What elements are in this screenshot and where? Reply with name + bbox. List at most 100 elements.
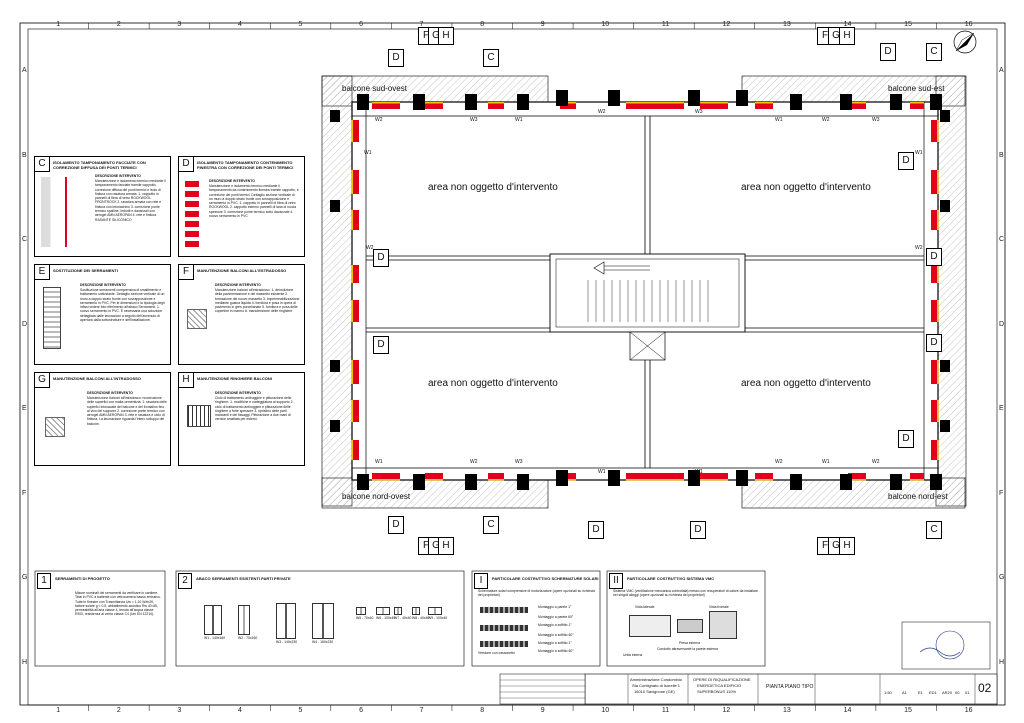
window-elevation	[412, 607, 420, 615]
window-elevation-label: W9 - 100x40	[428, 616, 448, 620]
legend-title: ISOLAMENTO TAMPONAMENTO CONTENIMENTO FIN…	[197, 160, 294, 170]
tb-scale: 1:50	[884, 690, 892, 695]
legend-title: MANUTENZIONE BALCONI ALL'INTRADOSSO	[53, 376, 141, 381]
grid-column-label: 9	[540, 707, 545, 714]
tb-project-1: OPERE DI RIQUALIFICAZIONE	[693, 677, 751, 682]
grid-column-label: 15	[904, 707, 912, 714]
window-label: W3	[470, 117, 478, 123]
grid-column-label: 5	[298, 21, 303, 28]
legend-panel-h: H MANUTENZIONE RINGHIERE BALCONI DESCRIZ…	[178, 372, 305, 466]
grid-row-label: G	[999, 574, 1005, 582]
grid-row-label: B	[999, 151, 1004, 159]
grid-row-label: D	[22, 320, 28, 328]
tb-drawing-title: PIANTA PIANO TIPO	[766, 684, 814, 690]
grid-row-label: H	[22, 658, 28, 666]
grid-column-label: 6	[359, 707, 363, 714]
legend-letter: G	[35, 373, 50, 388]
grid-row-label: H	[999, 658, 1005, 666]
tb-code: 01	[965, 690, 970, 695]
tb-code: E1	[918, 690, 923, 695]
legend-body: Sostituzione serramenti comprensiva di s…	[80, 288, 165, 323]
window-label: W2	[375, 117, 383, 123]
legend-body: Manutenzione balconi all'estradosso. 1. …	[215, 288, 300, 314]
window-label: W3	[695, 109, 703, 115]
window-elevation	[376, 607, 390, 615]
schermatura-note: Montaggio a parete 1°	[538, 605, 572, 609]
panel-serramenti-progetto: 1 SERRAMENTI DI PROGETTO Misure nominali…	[35, 571, 165, 666]
panel-number: 1	[37, 573, 51, 589]
legend-head: DESCRIZIONE INTERVENTO	[87, 391, 133, 395]
legend-panel-d: D ISOLAMENTO TAMPONAMENTO CONTENIMENTO F…	[178, 156, 305, 257]
window-label: W1	[364, 150, 372, 156]
area-label-sw: area non oggetto d'intervento	[428, 378, 558, 389]
vmc-label: Presa esterna	[679, 641, 701, 645]
legend-head: DESCRIZIONE INTERVENTO	[215, 391, 261, 395]
area-label-se: area non oggetto d'intervento	[741, 378, 871, 389]
schermatura-sketch	[480, 625, 528, 631]
panel-intro: Sistema VMC (ventilazione meccanica cont…	[613, 589, 758, 598]
callout-tag: D	[388, 49, 404, 67]
tb-code: 00	[955, 690, 960, 695]
window-label: W2	[775, 459, 783, 465]
balcony-label-sw: balcone sud-ovest	[342, 84, 407, 93]
panel-intro: Schermature solari comprensive di motori…	[478, 589, 595, 598]
window-label: W1	[598, 469, 606, 475]
grid-column-label: 14	[843, 21, 852, 28]
panel-title: PARTICOLARE COSTRUTTIVO SCHERMATURE SOLA…	[492, 576, 599, 581]
window-elevation-label: W2 - 70x160	[238, 636, 258, 640]
window-label: W1	[695, 469, 703, 475]
tb-code: ED1	[929, 690, 937, 695]
grid-column-label: 2	[116, 707, 121, 714]
window-elevation-label: W8 - 40x40	[412, 616, 430, 620]
legend-title: MANUTENZIONE BALCONI ALL'ESTRADOSSO	[197, 268, 287, 273]
grid-row-label: E	[22, 405, 27, 413]
legend-head: DESCRIZIONE INTERVENTO	[95, 174, 141, 178]
grid-column-label: 10	[601, 21, 610, 28]
callout-tag: H	[839, 27, 855, 45]
window-elevation	[356, 607, 366, 615]
window-elevation	[428, 607, 442, 615]
window-elevation-label: W1 - 140x160	[204, 636, 226, 640]
legend-letter: H	[179, 373, 194, 388]
vmc-label: Unità interna	[623, 653, 643, 657]
window-label: W2	[872, 459, 880, 465]
panel-vmc: II PARTICOLARE COSTRUTTIVO SISTEMA VMC S…	[607, 571, 765, 666]
legend-letter: E	[35, 265, 50, 280]
grid-column-label: 11	[661, 21, 670, 28]
callout-tag: D	[388, 516, 404, 534]
grid-column-label: 12	[722, 21, 731, 28]
grid-row-label: A	[22, 67, 27, 75]
vmc-side-view	[629, 615, 671, 637]
tb-format: A1	[902, 690, 907, 695]
vmc-label: Condotto attraversante la parete esterna	[657, 647, 718, 651]
grid-row-label: A	[999, 67, 1004, 75]
railing-swatch	[187, 405, 211, 427]
grid-row-label: F	[999, 489, 1004, 497]
grid-row-label: E	[999, 405, 1004, 413]
callout-tag: C	[926, 521, 942, 539]
callout-tag: C	[483, 516, 499, 534]
vmc-duct	[677, 619, 703, 633]
window-label: W2	[598, 109, 606, 115]
grid-column-label: 2	[116, 21, 121, 28]
legend-title: MANUTENZIONE RINGHIERE BALCONI	[197, 376, 272, 381]
callout-tag: D	[898, 152, 914, 170]
window-elevation	[204, 605, 222, 635]
panel-title: SERRAMENTI DI PROGETTO	[55, 576, 111, 581]
panel-schermature: I PARTICOLARE COSTRUTTIVO SCHERMATURE SO…	[472, 571, 600, 666]
schermatura-sketch	[480, 641, 528, 647]
callout-tag: D	[898, 430, 914, 448]
title-block	[499, 30, 998, 705]
panel-caption: Versione con cassonetto	[478, 651, 515, 655]
grid-row-label: B	[22, 151, 27, 159]
area-label-ne: area non oggetto d'intervento	[741, 182, 871, 193]
window-elevation	[276, 603, 296, 639]
legend-panel-g: G MANUTENZIONE BALCONI ALL'INTRADOSSO DE…	[34, 372, 171, 466]
schermatura-sketch	[480, 607, 528, 613]
grid-row-label: F	[22, 489, 27, 497]
detail-sketch	[43, 287, 61, 349]
tb-address-2: 16010 Savignone (GE)	[634, 689, 675, 694]
callout-tag: D	[690, 521, 706, 539]
callout-tag: D	[588, 521, 604, 539]
